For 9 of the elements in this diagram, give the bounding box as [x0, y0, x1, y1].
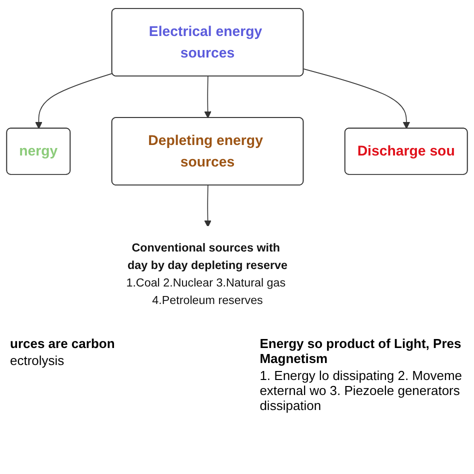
arrow: [204, 184, 212, 228]
node-text: Conventional sources with day by day depleting reserve 1.Coal 2.Nuclear 3.Natural gas 4.Petroleum reserves: [126, 240, 288, 307]
note-text: ectrolysis: [10, 353, 66, 368]
note-text: Energy so product of Light, Pres Magnetism: [260, 336, 462, 366]
arrow: [35, 73, 113, 129]
note-text: urces are carbon: [10, 336, 116, 351]
arrow: [204, 76, 212, 118]
note-text: 1. Energy lo dissipating 2. Moveme external wo 3. Piezoele generators dissipation: [260, 368, 464, 413]
arrow: [303, 68, 410, 129]
